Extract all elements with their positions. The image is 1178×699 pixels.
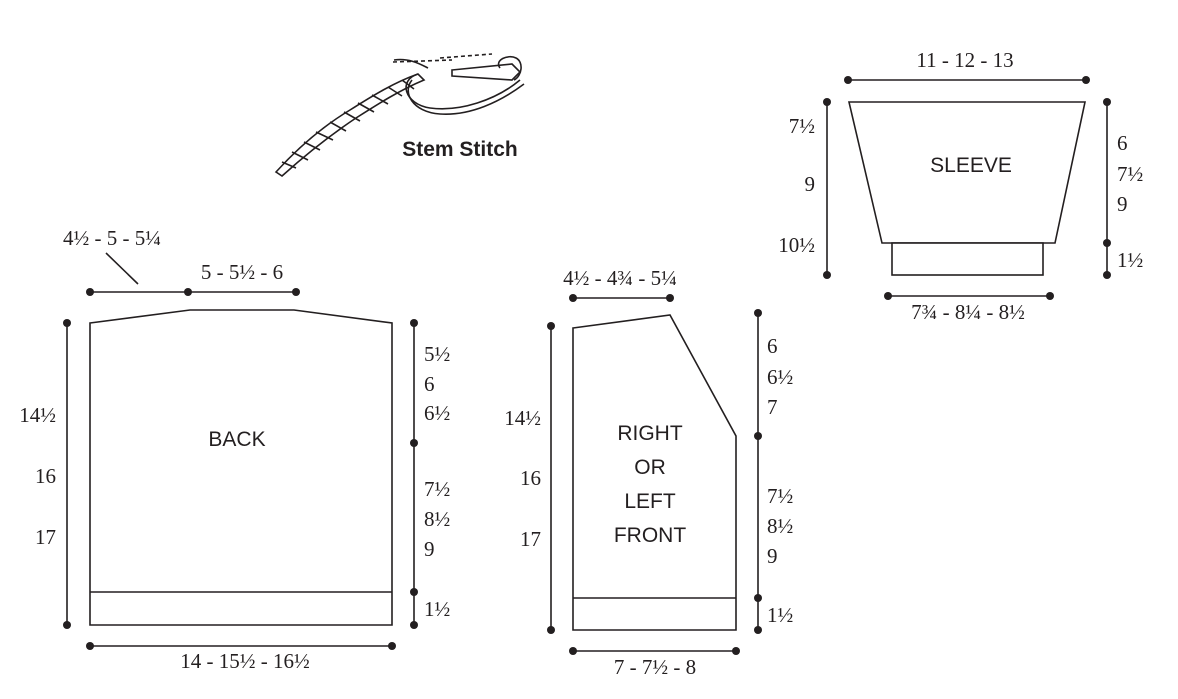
front-side-2: 8½ [767, 514, 793, 538]
back-piece [89, 309, 393, 626]
front-length-3: 17 [520, 527, 541, 551]
back-label: BACK [208, 428, 265, 451]
back-width-measure: 14 - 15½ - 16½ [180, 649, 310, 673]
sleeve-piece [847, 101, 1086, 276]
back-side-3: 9 [424, 537, 435, 561]
front-shoulder-measure: 4½ - 4¾ - 5¼ [563, 266, 677, 290]
front-label-4: FRONT [614, 524, 686, 547]
sleeve-length-3: 10½ [778, 233, 815, 257]
sleeve-cuff [891, 242, 1044, 276]
sleeve-length-1: 7½ [789, 114, 815, 138]
front-length-2: 16 [520, 466, 541, 490]
front-piece [572, 314, 737, 631]
front-rib-measure: 1½ [767, 603, 793, 627]
stem-stitch-caption: Stem Stitch [402, 138, 518, 161]
sleeve-outline [847, 101, 1086, 244]
back-armhole-3: 6½ [424, 401, 450, 425]
back-armhole-1: 5½ [424, 342, 450, 366]
back-length-3: 17 [35, 525, 56, 549]
sleeve-upper-1: 6 [1117, 131, 1128, 155]
sleeve-length-dimension [823, 98, 831, 279]
sleeve-length-2: 9 [805, 172, 816, 196]
back-rib-measure: 1½ [424, 597, 450, 621]
sleeve-right-dimension [1103, 98, 1111, 279]
back-shoulder-measure: 4½ - 5 - 5¼ [63, 226, 161, 250]
back-top-dimension [86, 252, 300, 296]
sleeve-cuff-width-measure: 7¾ - 8¼ - 8½ [911, 300, 1025, 324]
front-label-1: RIGHT [617, 422, 683, 445]
front-label-3: LEFT [624, 490, 676, 513]
front-outline [572, 314, 737, 631]
back-width-dimension [86, 642, 396, 650]
front-neck-2: 6½ [767, 365, 793, 389]
front-neck-1: 6 [767, 334, 778, 358]
back-length-dimension [63, 319, 71, 629]
back-outline [89, 309, 393, 626]
stem-stitch-illustration [274, 53, 525, 178]
front-width-dimension [569, 647, 740, 655]
front-shoulder-dimension [569, 294, 674, 302]
front-width-measure: 7 - 7½ - 8 [614, 655, 696, 679]
back-length-1: 14½ [19, 403, 56, 427]
back-right-dimension [410, 319, 418, 629]
sleeve-cuff-dimension [884, 292, 1054, 300]
front-neck-3: 7 [767, 395, 778, 419]
front-label-2: OR [634, 456, 666, 479]
front-side-3: 9 [767, 544, 778, 568]
sleeve-upper-3: 9 [1117, 192, 1128, 216]
front-length-dimension [547, 322, 555, 634]
front-right-dimension [754, 309, 762, 634]
back-neck-measure: 5 - 5½ - 6 [201, 260, 283, 284]
sleeve-top-measure: 11 - 12 - 13 [916, 48, 1013, 72]
sleeve-upper-2: 7½ [1117, 162, 1143, 186]
sleeve-label: SLEEVE [930, 154, 1012, 177]
back-side-2: 8½ [424, 507, 450, 531]
front-length-1: 14½ [504, 406, 541, 430]
sleeve-top-dimension [844, 76, 1090, 84]
front-side-1: 7½ [767, 484, 793, 508]
sleeve-cuff-measure: 1½ [1117, 248, 1143, 272]
back-length-2: 16 [35, 464, 56, 488]
back-armhole-2: 6 [424, 372, 435, 396]
back-side-1: 7½ [424, 477, 450, 501]
